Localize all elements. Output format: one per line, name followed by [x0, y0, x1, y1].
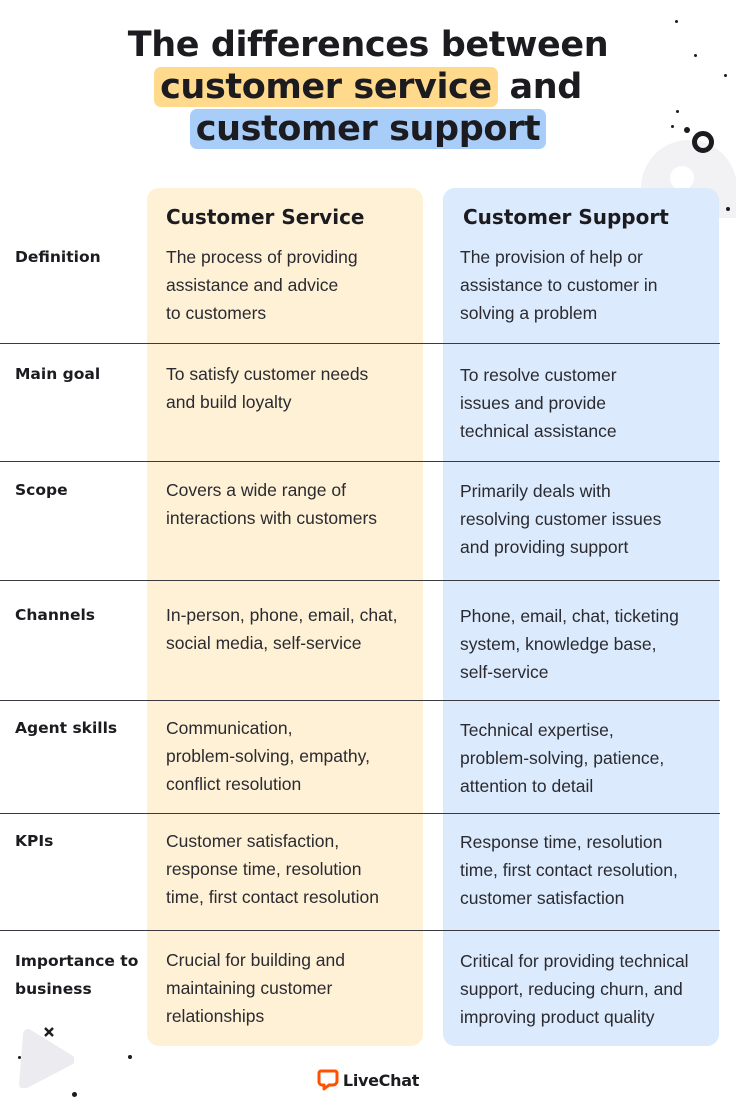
play-triangle-shape — [19, 1029, 74, 1088]
page-title: The differences between customer service… — [0, 24, 736, 150]
cell-support-channels: Phone, email, chat, ticketing system, kn… — [460, 606, 679, 682]
row-label-definition: Definition — [15, 248, 101, 266]
cell-support-definition: The provision of help or assistance to c… — [460, 247, 658, 323]
row-divider — [0, 343, 720, 344]
decorative-dot — [694, 54, 697, 57]
decorative-dot — [684, 127, 690, 133]
chat-bubble-icon — [317, 1069, 339, 1091]
support-column-background — [443, 188, 719, 1046]
row-divider — [0, 461, 720, 462]
cell-service-kpis: Customer satisfaction, response time, re… — [166, 831, 379, 907]
row-divider — [0, 930, 720, 931]
cell-support-agent-skills: Technical expertise, problem-solving, pa… — [460, 720, 665, 796]
decorative-dot — [72, 1092, 77, 1097]
cell-support-kpis: Response time, resolution time, first co… — [460, 832, 678, 908]
cell-support-scope: Primarily deals with resolving customer … — [460, 481, 662, 557]
decorative-dot — [18, 1056, 21, 1059]
decorative-dot — [128, 1055, 132, 1059]
row-divider — [0, 580, 720, 581]
decorative-dot — [724, 74, 727, 77]
cell-service-channels: In-person, phone, email, chat, social me… — [166, 605, 398, 653]
logo-text: LiveChat — [342, 1070, 420, 1090]
cell-service-scope: Covers a wide range of interactions with… — [166, 480, 378, 528]
livechat-logo: LiveChat — [0, 1068, 736, 1092]
row-label-agent-skills: Agent skills — [15, 719, 118, 737]
cell-service-importance: Crucial for building and maintaining cus… — [166, 950, 345, 1026]
title-line-2: customer service and — [0, 66, 736, 108]
title-line-3: customer support — [0, 108, 736, 150]
cell-service-agent-skills: Communication, problem-solving, empathy,… — [166, 718, 370, 794]
title-line-1: The differences between — [127, 25, 609, 65]
column-header-service: Customer Service — [166, 205, 365, 229]
row-label-channels: Channels — [15, 606, 95, 624]
row-label-kpis: KPIs — [15, 832, 54, 850]
cell-support-main-goal: To resolve customer issues and provide t… — [460, 365, 617, 441]
title-highlight-service: customer service — [154, 67, 498, 107]
decorative-dot — [671, 125, 674, 128]
title-highlight-support: customer support — [189, 109, 547, 149]
row-label-main-goal: Main goal — [15, 365, 101, 383]
row-divider — [0, 700, 720, 701]
decorative-dot — [675, 20, 678, 23]
column-header-support: Customer Support — [463, 205, 669, 229]
row-divider — [0, 813, 720, 814]
decorative-dot — [726, 207, 730, 211]
row-label-importance: Importance to business — [15, 952, 139, 998]
decorative-dot — [676, 110, 679, 113]
cell-support-importance: Critical for providing technical support… — [460, 951, 689, 1027]
ring-icon — [692, 131, 714, 153]
cross-icon — [44, 1027, 54, 1037]
title-connector: and — [509, 67, 583, 107]
row-label-scope: Scope — [15, 481, 68, 499]
cell-service-definition: The process of providing assistance and … — [166, 247, 358, 323]
cell-service-main-goal: To satisfy customer needs and build loya… — [166, 364, 369, 412]
service-column-background — [147, 188, 423, 1046]
